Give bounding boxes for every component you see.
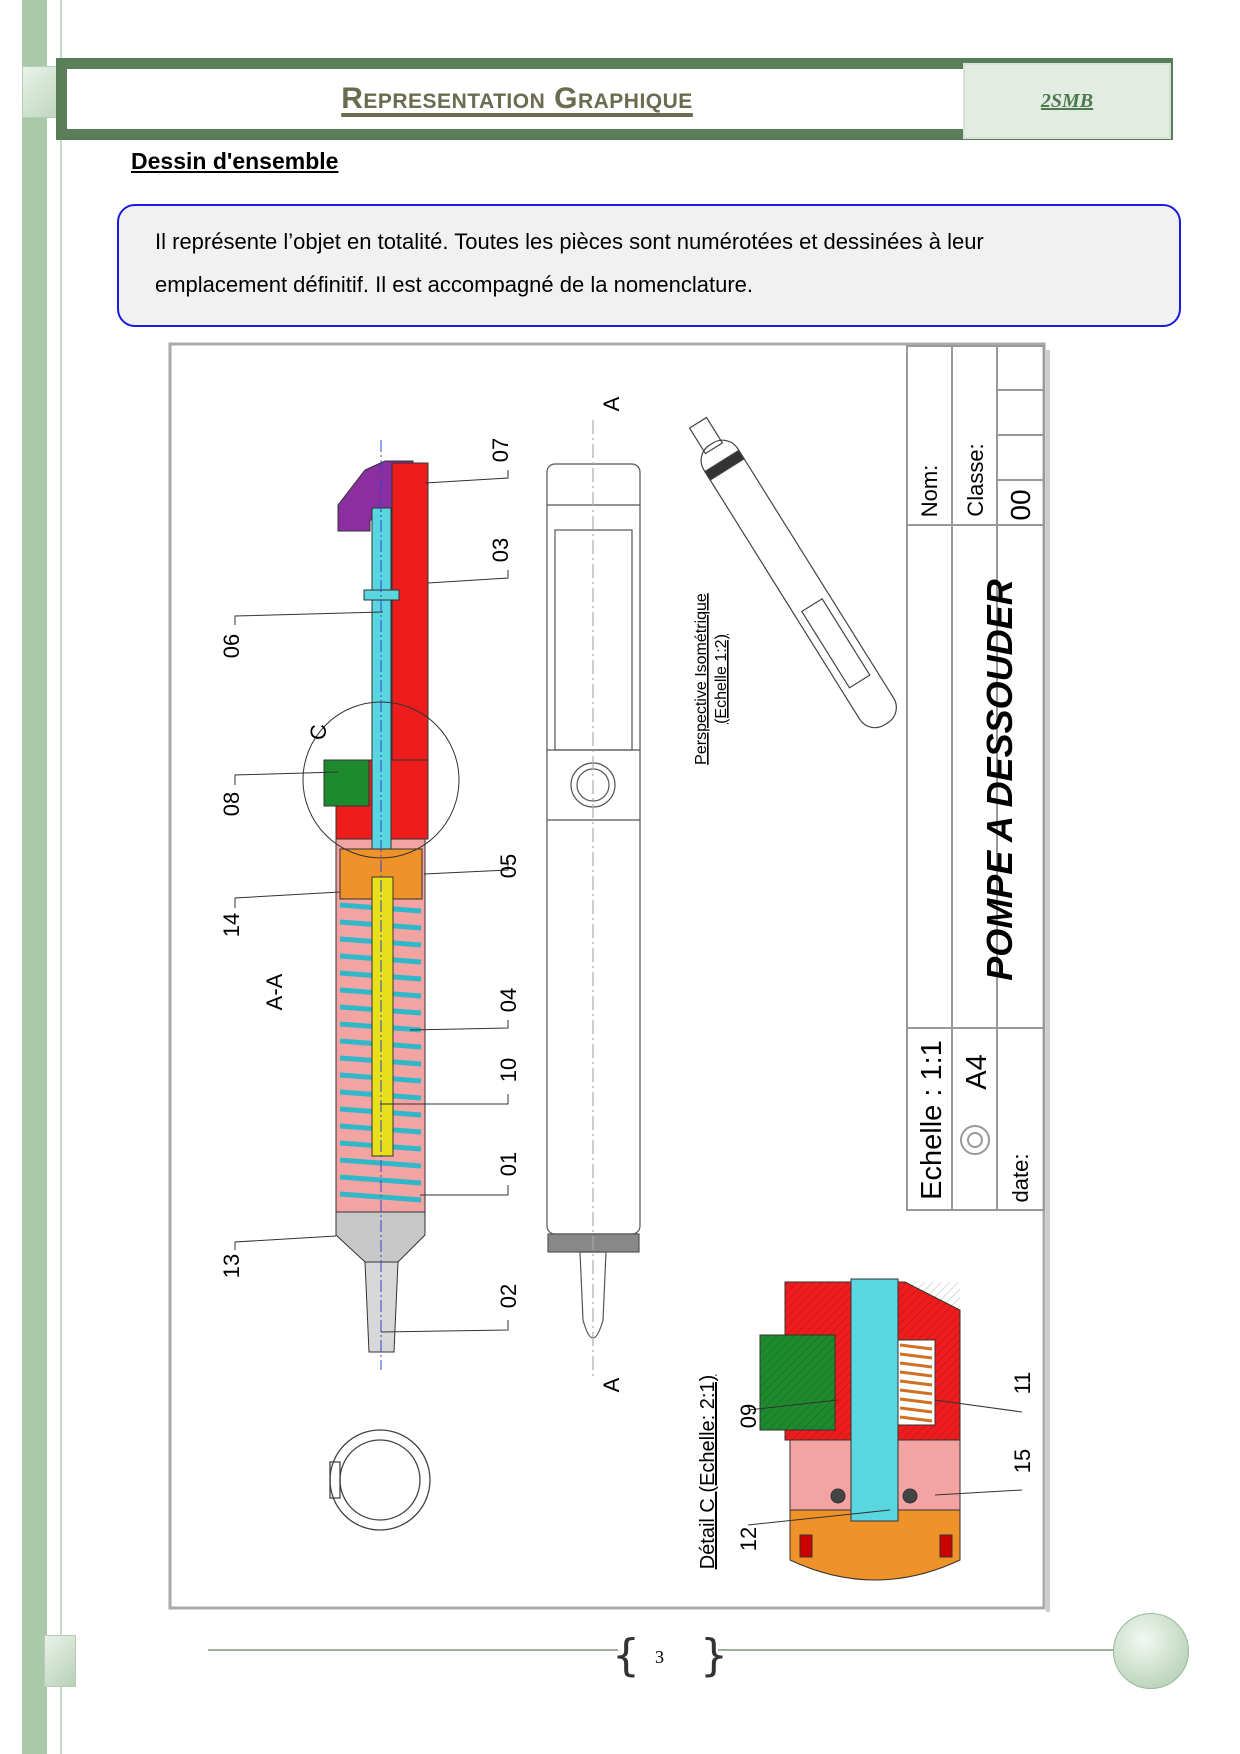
page-number: 3	[655, 1647, 664, 1667]
detail-c-view	[747, 1278, 1023, 1581]
nom-label: Nom:	[917, 465, 942, 518]
title-block-text: Nom: Classe: 00 POMPE A DESSOUDER Echell…	[916, 443, 1036, 1202]
section-title: Dessin d'ensemble	[131, 148, 339, 174]
definition-line: Il représente l’objet en totalité. Toute…	[155, 229, 984, 254]
spring-coil	[899, 1379, 933, 1387]
spring-coil	[899, 1343, 933, 1351]
header-title-box: Representation Graphique	[67, 69, 967, 129]
left-decorative-line	[60, 0, 62, 1754]
iso-scale: (Echelle 1:2)	[713, 634, 730, 724]
date-label: date:	[1008, 1154, 1033, 1203]
left-decorative-bar	[22, 0, 47, 1754]
label-01: 01	[496, 1152, 521, 1176]
scale-label: Echelle : 1:1	[916, 1040, 948, 1200]
definition-box: Il représente l’objet en totalité. Toute…	[117, 204, 1181, 327]
part-10-rod	[371, 876, 394, 1157]
drawing-number: 00	[1005, 489, 1036, 520]
cut-arrow-top: A	[599, 396, 624, 411]
detail-c-circle	[302, 701, 460, 859]
label-04: 04	[496, 988, 521, 1012]
format-label: A4	[961, 1054, 993, 1089]
decorative-square	[44, 1635, 76, 1687]
spring-coil	[899, 1397, 933, 1405]
side-view	[546, 420, 641, 1380]
class-box: 2SMB	[963, 63, 1171, 139]
label-detail-c: C	[306, 724, 331, 740]
label-08: 08	[219, 792, 244, 816]
decorative-circle	[1113, 1613, 1189, 1689]
footer-line	[208, 1649, 618, 1651]
part-06-rod	[371, 507, 392, 850]
label-15: 15	[1010, 1449, 1035, 1473]
label-02: 02	[496, 1284, 521, 1308]
part-labels: 07 03 06 C 08 05 14 A-A 04 10 01 13 02 A…	[219, 396, 1035, 1569]
spring-coil	[899, 1415, 933, 1423]
footer-line	[718, 1649, 1118, 1651]
part-08-button	[323, 759, 370, 807]
end-view	[329, 1429, 431, 1531]
cut-arrow-bottom: A	[599, 1377, 624, 1392]
section-label: A-A	[262, 973, 287, 1010]
definition-line: emplacement définitif. Il est accompagné…	[155, 272, 753, 297]
label-06: 06	[219, 634, 244, 658]
iso-title: Perspective Isométrique	[693, 593, 710, 765]
title-block	[906, 345, 1045, 1211]
label-10: 10	[496, 1058, 521, 1082]
drawing-name: POMPE A DESSOUDER	[979, 579, 1020, 980]
classe-label: Classe:	[963, 443, 988, 516]
detail-title: Détail C (Echelle: 2:1)	[697, 1375, 719, 1570]
page-header: Representation Graphique 2SMB	[56, 58, 1173, 140]
spring-coil	[899, 1361, 933, 1369]
label-14: 14	[219, 913, 244, 937]
label-11: 11	[1010, 1372, 1035, 1395]
label-07: 07	[488, 438, 513, 462]
label-05: 05	[496, 854, 521, 878]
spring-coil	[899, 1388, 933, 1396]
footer-bracket: }	[700, 1630, 728, 1681]
label-12: 12	[736, 1527, 761, 1551]
spring-coil	[899, 1352, 933, 1360]
spring-coil	[899, 1406, 933, 1414]
class-label: 2SMB	[1040, 89, 1094, 112]
footer-bracket: {	[612, 1630, 640, 1681]
label-09: 09	[736, 1404, 761, 1428]
label-13: 13	[219, 1254, 244, 1278]
isometric-view	[688, 416, 897, 729]
label-03: 03	[488, 538, 513, 562]
page-title: Representation Graphique	[341, 82, 693, 115]
cross-section-view	[234, 440, 509, 1370]
spring-coil	[899, 1370, 933, 1378]
